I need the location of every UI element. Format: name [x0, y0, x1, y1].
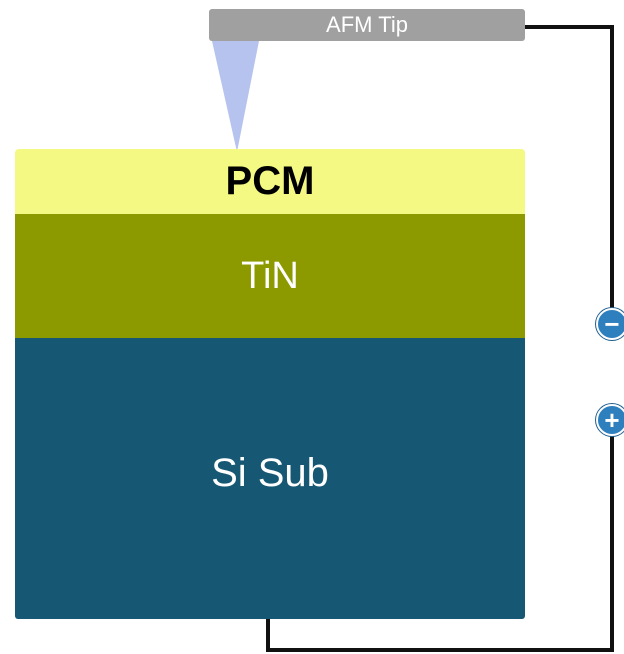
pcm-layer: PCM — [15, 149, 525, 214]
negative-symbol: − — [604, 309, 620, 339]
wire-to-substrate — [266, 436, 614, 652]
negative-terminal-icon: − — [596, 308, 624, 340]
tin-layer: TiN — [15, 214, 525, 338]
afm-tip-shape — [212, 41, 259, 152]
wire-to-negative-terminal — [525, 25, 614, 308]
afm-tip-label: AFM Tip — [326, 12, 408, 37]
pcm-label: PCM — [225, 159, 315, 203]
afm-tip-bar: AFM Tip — [209, 9, 525, 41]
positive-symbol: + — [604, 405, 620, 435]
si-sub-label: Si Sub — [211, 451, 329, 495]
positive-terminal-icon: + — [596, 404, 624, 436]
si-substrate-layer: Si Sub — [15, 338, 525, 619]
tin-label: TiN — [241, 254, 299, 297]
